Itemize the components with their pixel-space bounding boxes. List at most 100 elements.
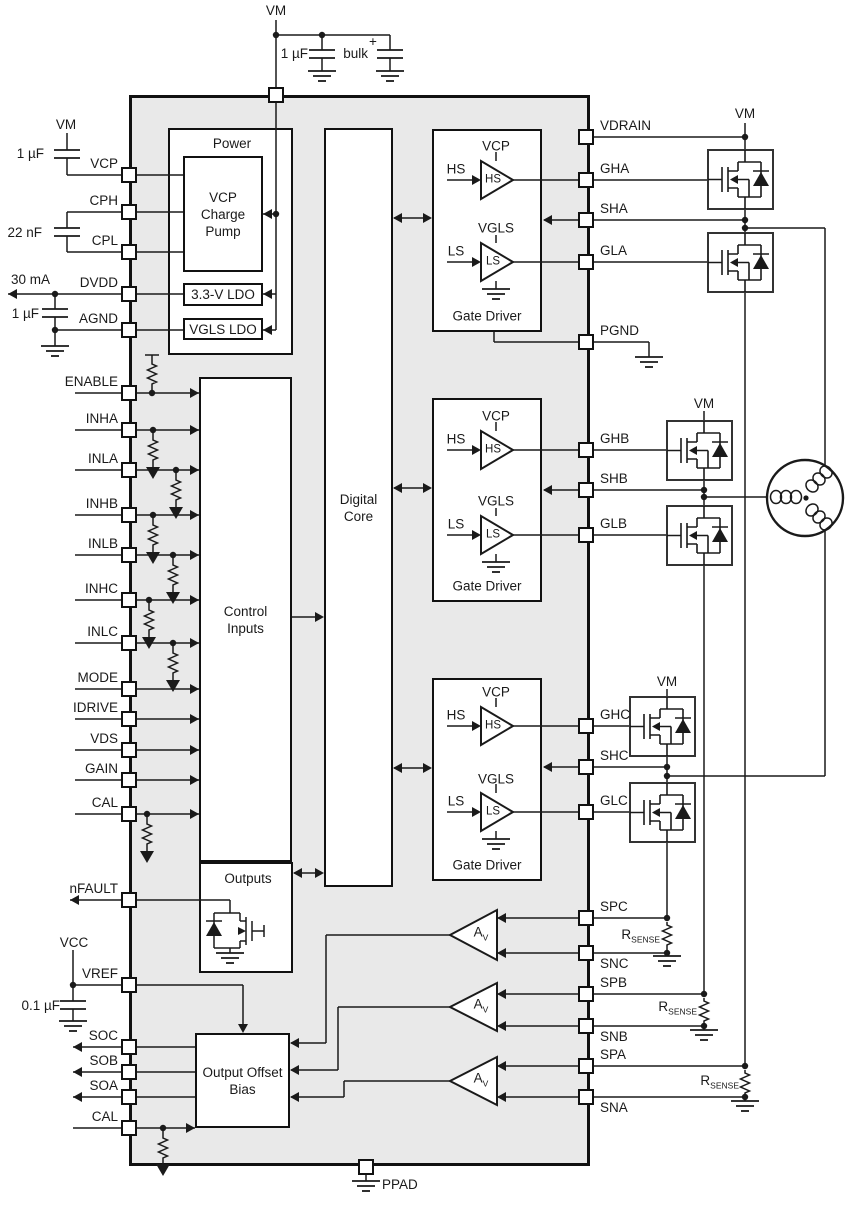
gd-a-ls-input-label: LS [447,243,465,259]
pin-label-ghb: GHB [600,431,630,446]
gd-c-ls-label: LS [485,805,501,818]
amp-b-label: AV [473,996,489,1015]
gd-c-hs-label: HS [485,719,501,732]
control-inputs-label: Control Inputs [223,603,268,636]
pin-label-cal2: CAL [91,1109,118,1124]
pin-cal [121,806,137,822]
pin-ppad [358,1159,374,1175]
pin-nfault [121,892,137,908]
vm-phase-a-label: VM [734,106,756,121]
vcc-label: VCC [59,935,89,950]
pin-label-inhb: INHB [85,496,118,511]
pin-label-vds: VDS [90,731,118,746]
pin-mode [121,681,137,697]
pin-vds [121,742,137,758]
gd-b-hs-label: HS [485,443,501,456]
pin-label-inlb: INLB [87,536,118,551]
gd-a-title: Gate Driver [452,308,522,324]
pin-label-glc: GLC [600,793,628,808]
gd-c-vcp-label: VCP [482,684,510,700]
pin-label-inha: INHA [85,411,118,426]
gd-c-hs-input-label: HS [446,707,466,723]
pin-label-soa: SOA [89,1078,118,1093]
ldo-33-label: 3.3-V LDO [191,287,255,302]
cap-vcp-label: 1 µF [16,146,44,161]
cap-cp-label: 22 nF [7,225,42,240]
pin-label-mode: MODE [77,670,119,685]
bulk-plus-label: + [369,34,377,49]
pin-vm [268,87,284,103]
pin-soc [121,1039,137,1055]
pin-label-enable: ENABLE [64,374,118,389]
pin-inhc [121,592,137,608]
pin-label-snc: SNC [600,956,629,971]
pin-label-gha: GHA [600,161,630,176]
gd-b-ls-input-label: LS [447,516,465,532]
pin-inla [121,462,137,478]
mosfet-high-b [666,420,733,481]
ldo-33-block: 3.3-V LDO [183,283,263,306]
motor-symbol [765,458,845,538]
gd-c-title: Gate Driver [452,857,522,873]
pin-label-inhc: INHC [85,581,118,596]
vm-phase-c-label: VM [656,674,678,689]
outputs-block: Outputs [199,862,293,973]
rsense-a-label: RSENSE [700,1073,739,1091]
cap-vref-label: 0.1 µF [21,998,60,1013]
pin-label-inlc: INLC [87,624,118,639]
gd-c-vgls-label: VGLS [477,771,515,787]
output-offset-bias-label: Output Offset Bias [202,1064,283,1097]
outputs-label: Outputs [224,871,272,886]
mosfet-low-b [666,505,733,566]
pin-label-soc: SOC [88,1028,118,1043]
gd-a-hs-input-label: HS [446,161,466,177]
mosfet-high-c [629,696,696,757]
pin-sna [578,1089,594,1105]
pin-label-glb: GLB [600,516,628,531]
pin-gain [121,772,137,788]
pin-enable [121,385,137,401]
pin-inlc [121,635,137,651]
pin-label-shc: SHC [600,748,629,763]
pin-label-snb: SNB [600,1029,628,1044]
gd-b-hs-input-label: HS [446,431,466,447]
control-inputs-block: Control Inputs [199,377,292,862]
pin-idrive [121,711,137,727]
digital-core-label: Digital Core [339,491,378,524]
pin-label-spb: SPB [600,975,628,990]
amp-a-label: AV [473,1070,489,1089]
gd-c-ls-input-label: LS [447,793,465,809]
amp-c-label: AV [473,924,489,943]
pin-label-gla: GLA [600,243,628,258]
cap-dvdd-label: 1 µF [11,306,39,321]
output-offset-bias-block: Output Offset Bias [195,1033,290,1128]
cap-1uf-top-label: 1 µF [280,46,308,61]
pin-spa [578,1058,594,1074]
pin-label-sob: SOB [89,1053,118,1068]
dvdd-current-label: 30 mA [10,272,50,287]
pin-label-vdrain: VDRAIN [600,118,652,133]
pin-label-nfault: nFAULT [69,881,118,896]
pin-spb [578,986,594,1002]
pin-shb [578,482,594,498]
pin-label-cph: CPH [89,193,118,208]
pin-sob [121,1064,137,1080]
digital-core-block: Digital Core [324,128,393,887]
pin-label-shb: SHB [600,471,628,486]
charge-pump-block: VCP Charge Pump [183,156,263,272]
gd-a-hs-label: HS [485,173,501,186]
pin-label-idrive: IDRIVE [72,700,118,715]
vm-left-label: VM [55,117,77,132]
pin-label-spc: SPC [600,899,628,914]
pin-snc [578,945,594,961]
pin-label-vcp: VCP [90,156,118,171]
charge-pump-label: VCP Charge Pump [200,189,246,239]
pin-spc [578,910,594,926]
pin-inlb [121,547,137,563]
pin-label-inla: INLA [87,451,118,466]
rsense-b-label: RSENSE [658,999,697,1017]
pin-cph [121,204,137,220]
pin-dvdd [121,286,137,302]
pin-label-spa: SPA [600,1047,627,1062]
